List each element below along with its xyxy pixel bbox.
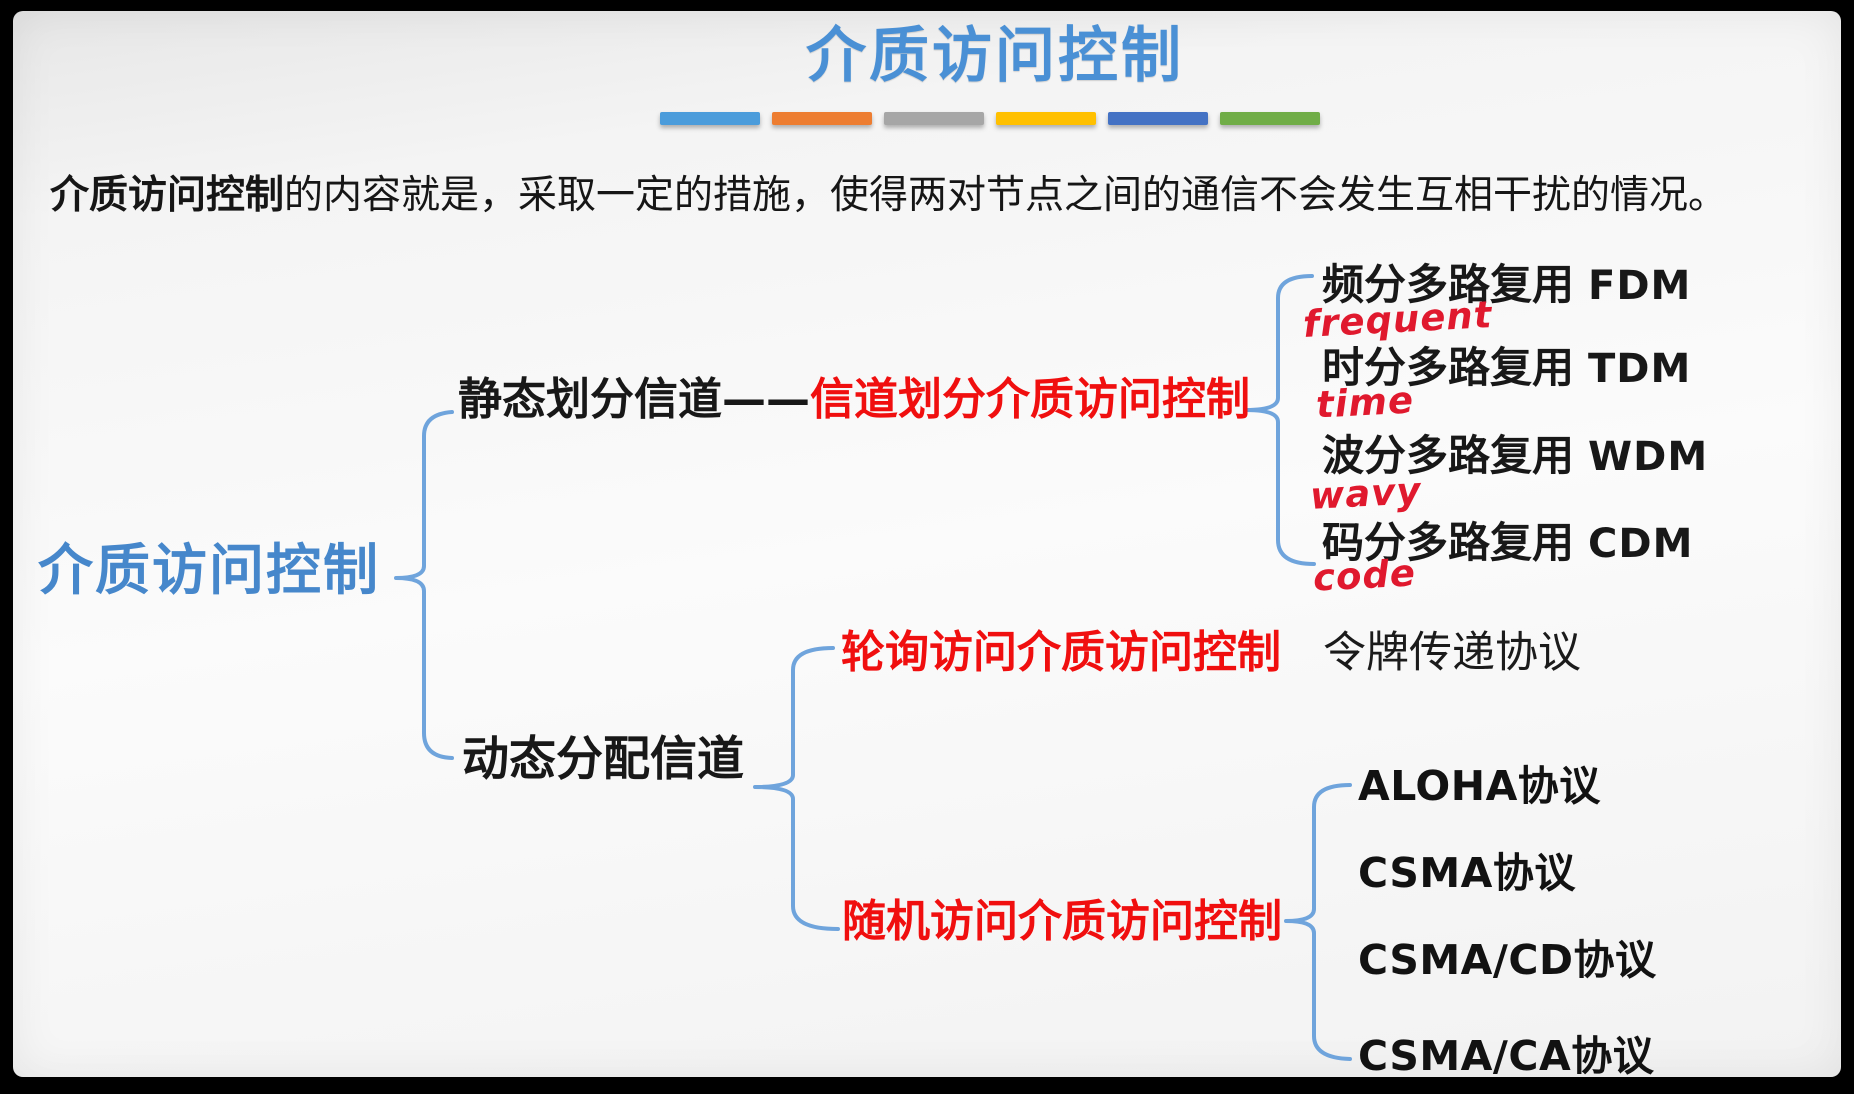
accent-bar-green <box>1220 112 1320 125</box>
slide-background <box>13 11 1841 1077</box>
branch-polling-access-label: 轮询访问介质访问控制 <box>841 627 1281 678</box>
branch-static-division-label: 静态划分信道—— <box>458 374 810 425</box>
intro-paragraph: 介质访问控制的内容就是，采取一定的措施，使得两对节点之间的通信不会发生互相干扰的… <box>50 174 1727 217</box>
branch-static-division: 静态划分信道——信道划分介质访问控制 <box>458 376 1250 424</box>
branch-dynamic-allocation: 动态分配信道 <box>462 732 744 787</box>
intro-paragraph-rest: 的内容就是，采取一定的措施，使得两对节点之间的通信不会发生互相干扰的情况。 <box>284 173 1728 218</box>
branch-random-access-label: 随机访问介质访问控制 <box>842 896 1282 947</box>
accent-bar-row <box>660 112 1320 125</box>
leaf-fdm-en: FDM <box>1588 263 1692 309</box>
handwritten-note-frequent: frequent <box>1301 293 1494 346</box>
leaf-cdm: 码分多路复用 CDM <box>1322 520 1693 566</box>
leaf-csma-ca-protocol: CSMA/CA协议 <box>1358 1032 1655 1080</box>
leaf-wdm-en: WDM <box>1588 434 1709 480</box>
leaf-wdm-cn: 波分多路复用 <box>1322 431 1575 480</box>
leaf-csma-cd-protocol: CSMA/CD协议 <box>1358 936 1657 984</box>
leaf-csma-protocol: CSMA协议 <box>1358 849 1576 897</box>
leaf-token-passing: 令牌传递协议 <box>1323 628 1581 678</box>
handwritten-note-code: code <box>1311 551 1417 600</box>
accent-bar-gold <box>996 112 1096 125</box>
leaf-fdm: 频分多路复用 FDM <box>1322 262 1691 308</box>
accent-bar-gray <box>884 112 984 125</box>
leaf-cdm-en: CDM <box>1588 521 1694 567</box>
accent-bar-orange <box>772 112 872 125</box>
accent-bar-darkblue <box>1108 112 1208 125</box>
branch-static-division-highlight: 信道划分介质访问控制 <box>810 374 1250 425</box>
leaf-tdm-en: TDM <box>1588 346 1692 392</box>
accent-bar-blue <box>660 112 760 125</box>
handwritten-note-time: time <box>1314 378 1416 427</box>
branch-polling-access: 轮询访问介质访问控制 令牌传递协议 <box>841 629 1581 677</box>
intro-paragraph-lead: 介质访问控制 <box>50 172 285 218</box>
leaf-wdm: 波分多路复用 WDM <box>1322 433 1708 479</box>
handwritten-note-wavy: wavy <box>1308 469 1423 518</box>
leaf-cdm-cn: 码分多路复用 <box>1322 518 1575 567</box>
leaf-aloha-protocol: ALOHA协议 <box>1358 762 1601 810</box>
leaf-tdm-cn: 时分多路复用 <box>1322 343 1575 392</box>
tree-root-label: 介质访问控制 <box>38 537 381 602</box>
leaf-tdm: 时分多路复用 TDM <box>1322 345 1691 391</box>
page-title: 介质访问控制 <box>806 21 1184 91</box>
leaf-fdm-cn: 频分多路复用 <box>1322 260 1575 309</box>
